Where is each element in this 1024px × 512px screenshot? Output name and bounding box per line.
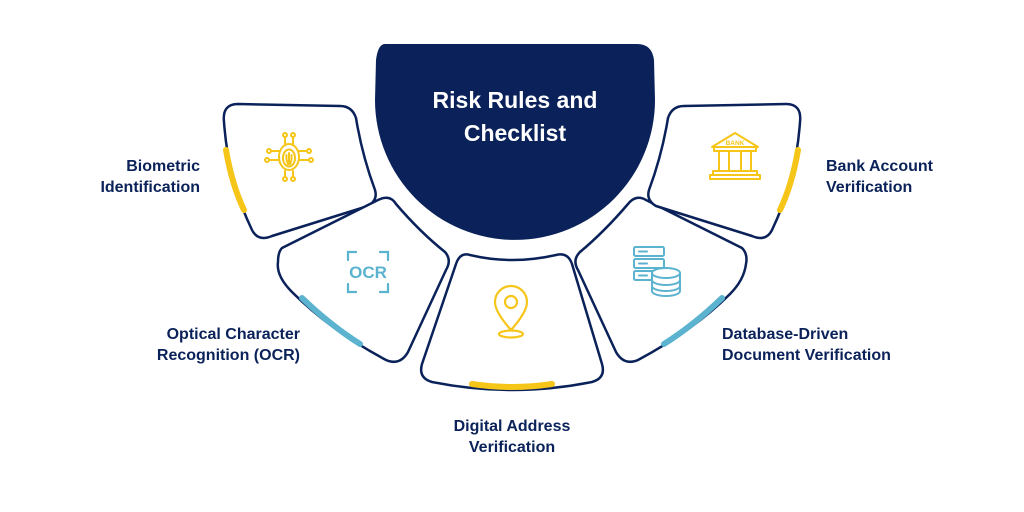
label-address: Digital Address Verification — [453, 418, 571, 456]
label-database: Database-Driven Document Verification — [722, 326, 891, 364]
hub-shape — [375, 44, 655, 240]
segment-ocr-accent — [299, 295, 363, 347]
hub-title-line1: Risk Rules and — [432, 87, 598, 113]
segment-biometric-accent — [223, 147, 247, 213]
fingerprint-chip-icon — [264, 132, 314, 182]
hub-title: Risk Rules and Checklist — [380, 84, 650, 150]
segment-ocr-shape — [276, 196, 450, 363]
segment-address-accent — [469, 381, 555, 390]
label-biometric: Biometric Identification — [100, 158, 200, 196]
segment-address — [419, 253, 605, 392]
segment-ocr: OCR — [276, 196, 450, 363]
hub-title-line2: Checklist — [463, 120, 567, 146]
segment-database — [574, 196, 748, 363]
segment-bank: BANK — [647, 102, 802, 240]
segment-database-accent — [661, 295, 725, 347]
label-bank: Bank Account Verification — [826, 158, 933, 196]
segment-biometric-shape — [222, 102, 377, 240]
location-pin-icon — [493, 284, 529, 339]
segment-bank-accent — [777, 147, 801, 213]
database-server-icon — [633, 246, 681, 297]
segment-biometric — [222, 102, 377, 240]
bank-icon-text: BANK — [726, 140, 745, 147]
bank-building-icon: BANK — [709, 132, 761, 180]
segment-address-shape — [419, 253, 605, 392]
label-ocr: Optical Character Recognition (OCR) — [156, 326, 300, 364]
svg-text:OCR: OCR — [349, 263, 387, 282]
ocr-scan-icon: OCR — [346, 250, 390, 294]
